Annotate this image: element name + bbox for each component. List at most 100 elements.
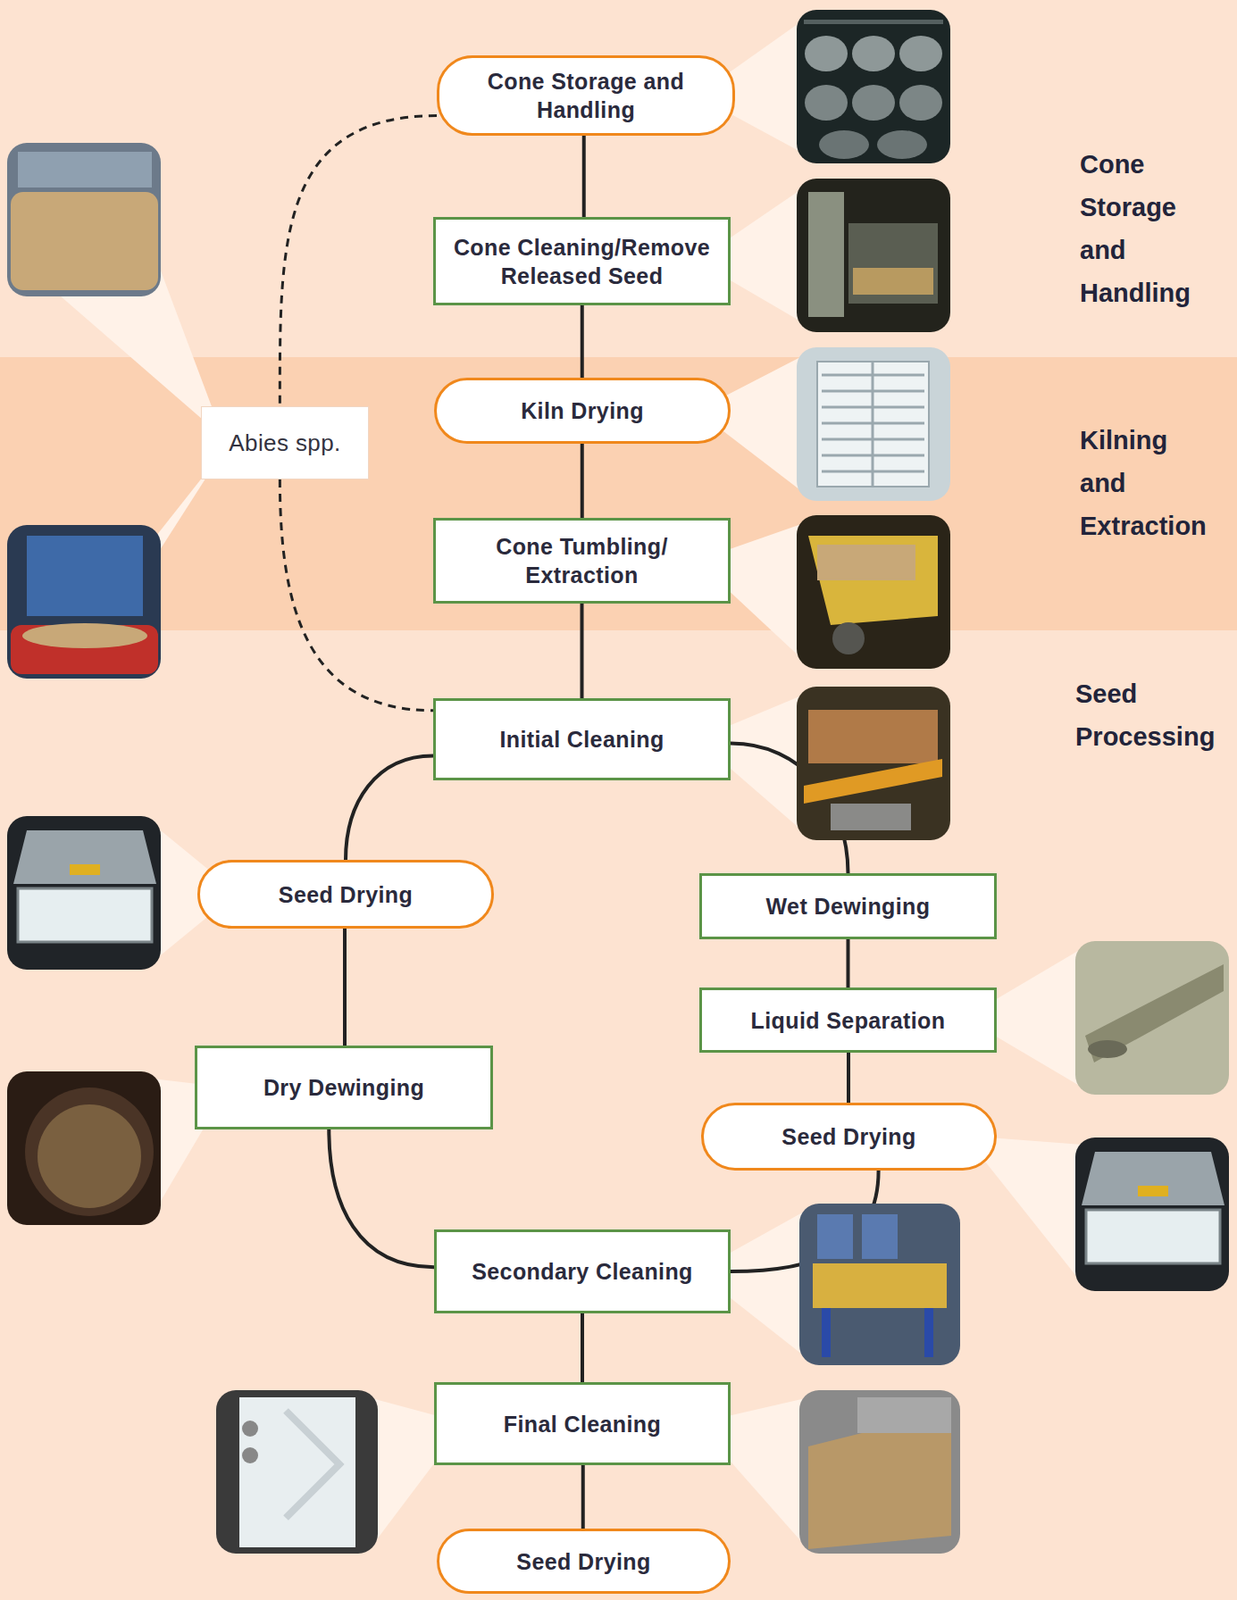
callout-wedge: [696, 523, 804, 661]
rounded-step-box: Cone Storage and Handling: [436, 55, 736, 136]
connector-line: [846, 939, 851, 988]
process-box: Cone Tumbling/ Extraction: [433, 518, 731, 604]
callout-wedge: [696, 19, 804, 154]
photo-detail: [857, 1397, 952, 1434]
connector-line: [580, 1313, 585, 1383]
box-label: Seed Drying: [516, 1547, 651, 1577]
section-heading: Cone Storage and Handling: [1079, 142, 1191, 315]
photo-detail: [1087, 1040, 1128, 1059]
photo-detail: [10, 625, 159, 675]
connector-line: [345, 755, 434, 861]
photo-detail: [808, 192, 845, 318]
box-label: Final Cleaning: [503, 1410, 661, 1439]
box-label: Cone Tumbling/ Extraction: [446, 532, 718, 590]
photo-frame: [216, 1390, 378, 1555]
photo-secondary-cleaner: [799, 1203, 961, 1366]
photo-detail: [848, 223, 938, 304]
photo-frame: [7, 816, 161, 970]
callout-wedge: [696, 355, 804, 494]
photo-initial-cleaner: [796, 686, 951, 841]
photo-kiln: [796, 347, 951, 502]
process-box: Dry Dewinging: [194, 1045, 494, 1130]
callout-wedge: [371, 1398, 465, 1547]
connector-line: [580, 305, 585, 378]
photo-detail: [821, 1308, 831, 1358]
rounded-step-box: Seed Drying: [701, 1103, 997, 1171]
photo-detail: [877, 130, 928, 159]
rounded-step-box: Kiln Drying: [434, 377, 731, 444]
section-heading: Seed Processing: [1075, 672, 1215, 759]
connector-line: [846, 1053, 851, 1104]
photo-frame: [796, 178, 951, 333]
photo-detail: [808, 710, 938, 764]
process-box: Wet Dewinging: [699, 873, 997, 940]
photo-frame: [796, 9, 951, 164]
photo-frame: [799, 1203, 961, 1366]
callout-wedge: [696, 1211, 806, 1358]
photo-detail: [817, 361, 929, 487]
photo-detail: [13, 830, 157, 885]
photo-cone-cleaner: [796, 178, 951, 333]
photo-detail: [1086, 1210, 1221, 1264]
box-label: Initial Cleaning: [499, 725, 664, 754]
photo-frame: [796, 686, 951, 841]
callout-wedge: [696, 187, 804, 324]
connector-line: [342, 928, 347, 1046]
photo-detail: [924, 1308, 934, 1358]
photo-liquid-separator: [1075, 941, 1229, 1095]
photo-abies-bin: [7, 142, 161, 297]
photo-frame: [796, 515, 951, 669]
connector-line: [582, 135, 586, 218]
connector-line: [581, 1465, 586, 1530]
photo-detail: [804, 35, 848, 72]
box-label: Liquid Separation: [751, 1006, 946, 1036]
photo-detail: [803, 19, 944, 25]
photo-frame: [7, 1071, 161, 1226]
process-box: Liquid Separation: [699, 987, 997, 1054]
photo-detail: [852, 84, 895, 121]
box-label: Kiln Drying: [520, 396, 644, 426]
photo-detail: [830, 803, 912, 831]
connector-line: [730, 1170, 879, 1272]
photo-detail: [69, 864, 101, 876]
box-label: Cone Storage and Handling: [450, 66, 722, 125]
callout-wedge: [151, 1078, 228, 1217]
photo-detail: [10, 192, 159, 291]
connector-line: [580, 443, 585, 519]
connector-line: [328, 1129, 435, 1268]
photo-detail: [804, 84, 848, 121]
box-label: Seed Drying: [781, 1122, 916, 1152]
photo-abies-machine: [7, 525, 161, 679]
photo-detail: [817, 544, 916, 581]
photo-seed-dryer: [7, 816, 161, 970]
photo-detail: [25, 1087, 154, 1217]
photo-final-cleaner-left: [216, 1390, 378, 1555]
photo-detail: [899, 84, 943, 121]
process-box: Initial Cleaning: [433, 698, 731, 781]
box-label: Cone Cleaning/Remove Released Seed: [446, 233, 718, 291]
box-label: Wet Dewinging: [766, 892, 931, 921]
photo-detail: [861, 1214, 898, 1260]
callout-wedge-group: [53, 19, 1083, 1547]
photo-detail: [817, 1214, 853, 1260]
photo-detail: [17, 888, 152, 943]
callout-wedge: [151, 823, 237, 963]
photo-frame: [796, 347, 951, 502]
box-label: Dry Dewinging: [263, 1073, 425, 1103]
connector-line: [580, 603, 585, 699]
photo-detail: [1081, 1152, 1225, 1206]
photo-frame: [799, 1390, 961, 1555]
callout-wedge: [964, 948, 1083, 1088]
photo-detail: [22, 623, 148, 649]
photo-tumbler: [796, 515, 951, 669]
section-band: Kilning and ExtractionKiln DryingAbies s…: [0, 357, 1237, 631]
photo-detail: [1137, 1186, 1169, 1197]
callout-wedge: [964, 1136, 1083, 1285]
box-label: Abies spp.: [228, 428, 341, 458]
photo-detail: [808, 535, 938, 626]
box-label: Secondary Cleaning: [471, 1257, 694, 1287]
photo-detail: [852, 267, 934, 295]
section-band: Seed ProcessingInitial CleaningSeed Dryi…: [0, 630, 1237, 1600]
photo-detail: [852, 35, 895, 72]
photo-frame: [7, 525, 161, 679]
